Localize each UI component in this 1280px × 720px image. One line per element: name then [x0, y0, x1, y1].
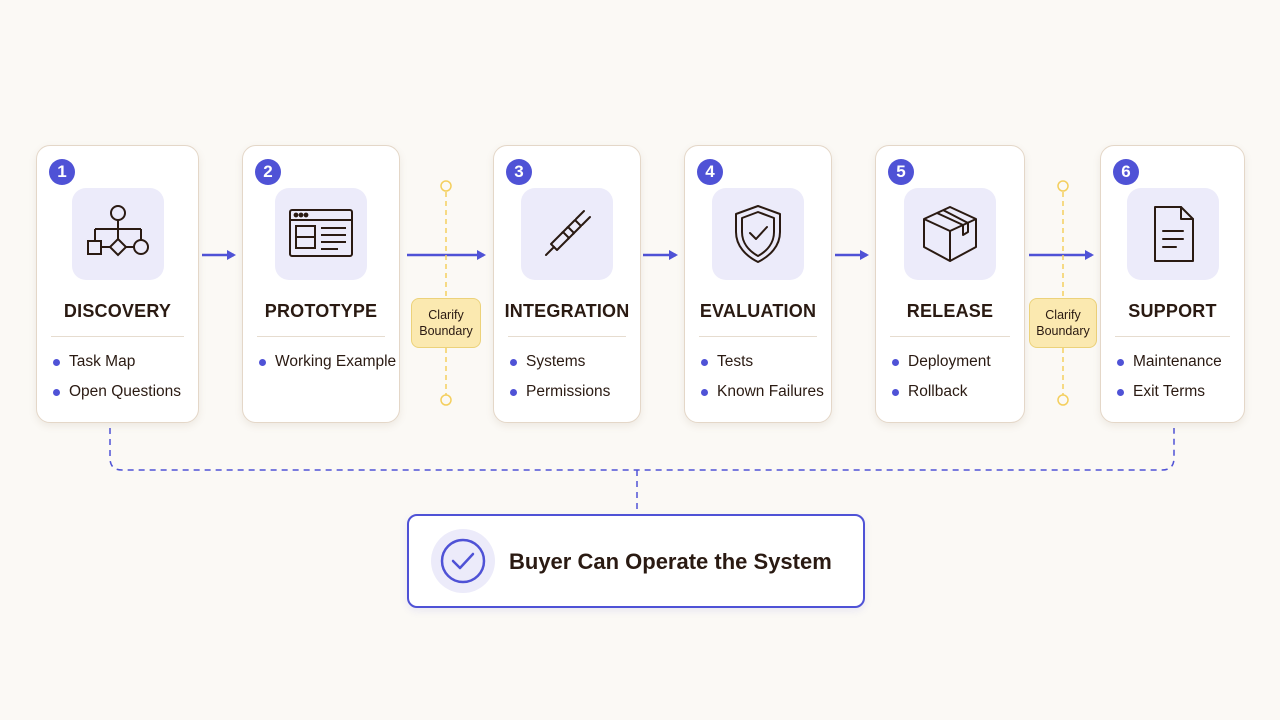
outcome-label: Buyer Can Operate the System	[509, 549, 832, 574]
stage-title: PROTOTYPE	[264, 301, 378, 321]
divider	[890, 336, 1010, 337]
stage-title: EVALUATION	[699, 301, 817, 321]
package-icon	[904, 188, 996, 280]
stage-items: Deployment Rollback	[892, 352, 1016, 412]
boundary-line-1	[440, 180, 452, 406]
boundary-line1: Clarify	[1045, 308, 1081, 322]
list-item: Systems	[510, 352, 632, 382]
divider	[257, 336, 385, 337]
shield-check-icon	[712, 188, 804, 280]
step-number-badge: 6	[1113, 159, 1139, 185]
list-item: Deployment	[892, 352, 1016, 382]
flowchart-icon	[71, 188, 164, 280]
list-item: Task Map	[53, 352, 190, 382]
list-item: Rollback	[892, 382, 1016, 412]
list-item: Known Failures	[701, 382, 824, 412]
stage-title: SUPPORT	[1128, 301, 1217, 321]
stage-card-prototype: 2 PROTOTYPE Working Example	[242, 145, 400, 423]
list-item: Maintenance	[1117, 352, 1236, 382]
browser-window-icon	[275, 188, 367, 280]
boundary-line1: Clarify	[428, 308, 464, 322]
stage-items: Maintenance Exit Terms	[1117, 352, 1236, 412]
list-item: Tests	[701, 352, 823, 382]
divider	[699, 336, 817, 337]
stage-card-integration: 3 INTEGRATION Systems Permissions	[493, 145, 641, 423]
step-number-badge: 3	[506, 159, 532, 185]
step-number-badge: 4	[697, 159, 723, 185]
stage-items: Systems Permissions	[510, 352, 632, 412]
stage-title: RELEASE	[906, 301, 994, 321]
stage-items: Task Map Open Questions	[53, 352, 190, 412]
list-item: Permissions	[510, 382, 632, 412]
stage-title: DISCOVERY	[63, 301, 172, 321]
stage-card-discovery: 1 DISCOVERY Task Map Open Questions	[36, 145, 199, 423]
list-item: Exit Terms	[1117, 382, 1236, 412]
divider	[51, 336, 184, 337]
list-item: Working Example	[259, 352, 396, 382]
stage-title: INTEGRATION	[504, 301, 630, 321]
stage-card-evaluation: 4 EVALUATION Tests Known Failures	[684, 145, 832, 423]
check-circle-icon	[431, 529, 495, 593]
clarify-boundary-label: Clarify Boundary	[1029, 298, 1097, 348]
divider	[1115, 336, 1230, 337]
stage-items: Working Example	[259, 352, 396, 382]
plug-icon	[521, 188, 613, 280]
step-number-badge: 1	[49, 159, 75, 185]
stage-card-release: 5 RELEASE Deployment Rollback	[875, 145, 1025, 423]
document-icon	[1126, 188, 1219, 280]
boundary-line2: Boundary	[1036, 324, 1090, 338]
step-number-badge: 5	[888, 159, 914, 185]
outcome-box: Buyer Can Operate the System	[407, 514, 865, 608]
list-item: Open Questions	[53, 382, 190, 412]
clarify-boundary-label: Clarify Boundary	[411, 298, 481, 348]
stage-items: Tests Known Failures	[701, 352, 824, 412]
divider	[508, 336, 626, 337]
stage-card-support: 6 SUPPORT Maintenance Exit Terms	[1100, 145, 1245, 423]
outcome-bracket	[109, 428, 1175, 471]
boundary-line2: Boundary	[419, 324, 473, 338]
step-number-badge: 2	[255, 159, 281, 185]
boundary-line-2	[1057, 180, 1069, 406]
